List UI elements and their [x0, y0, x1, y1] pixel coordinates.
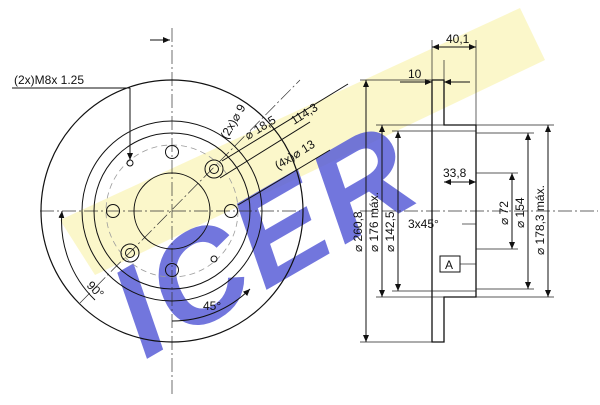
disc-outer-edge [40, 79, 304, 343]
hole-185-leader [219, 121, 311, 179]
locating-hole-upper [204, 159, 224, 179]
logo-yellow-band [60, 8, 545, 275]
center-bore [133, 172, 211, 250]
bolt-hole-right [224, 204, 238, 218]
friction-max-label: ⌀ 176 máx. [367, 192, 381, 252]
bolt-hole-bottom [165, 263, 179, 277]
angle-45-label: 45° [203, 299, 221, 313]
pcd-leader [221, 83, 349, 162]
bolt-hole-top [165, 145, 179, 159]
locating-hole-lower [120, 243, 140, 263]
thread-hole-upper [126, 159, 134, 167]
bolt-hole-left [106, 204, 120, 218]
thread-label: (2x)M8x 1.25 [14, 73, 84, 87]
angle-45-arc [171, 288, 251, 322]
dim-10-label: 10 [408, 67, 422, 81]
chamfer-label: 3x45° [408, 217, 439, 231]
dim-33-8-label: 33,8 [443, 166, 467, 180]
inner-max-label: ⌀ 178,3 máx. [533, 185, 547, 255]
dim-40-1-label: 40,1 [446, 32, 470, 46]
thread-hole-lower [210, 255, 218, 263]
section-view: 40,1 10 33,8 ⌀ 260,8 ⌀ 176 máx. ⌀ 142,5 … [351, 32, 598, 343]
hub-diameter-label: ⌀ 142,5 [383, 211, 397, 252]
hub-outer-edge [93, 132, 251, 290]
center-bore-label: ⌀ 72 [497, 201, 511, 225]
hub-outer-label: ⌀ 154 [513, 197, 527, 228]
angle-90-arc [58, 210, 96, 301]
bolt-leader [237, 149, 331, 206]
locating-hole-upper-inner [209, 164, 219, 174]
outer-diameter-label: ⌀ 260,8 [351, 211, 365, 252]
friction-inner-edge [81, 120, 263, 302]
datum-label: A [445, 258, 453, 272]
locating-hole-lower-inner [125, 248, 135, 258]
